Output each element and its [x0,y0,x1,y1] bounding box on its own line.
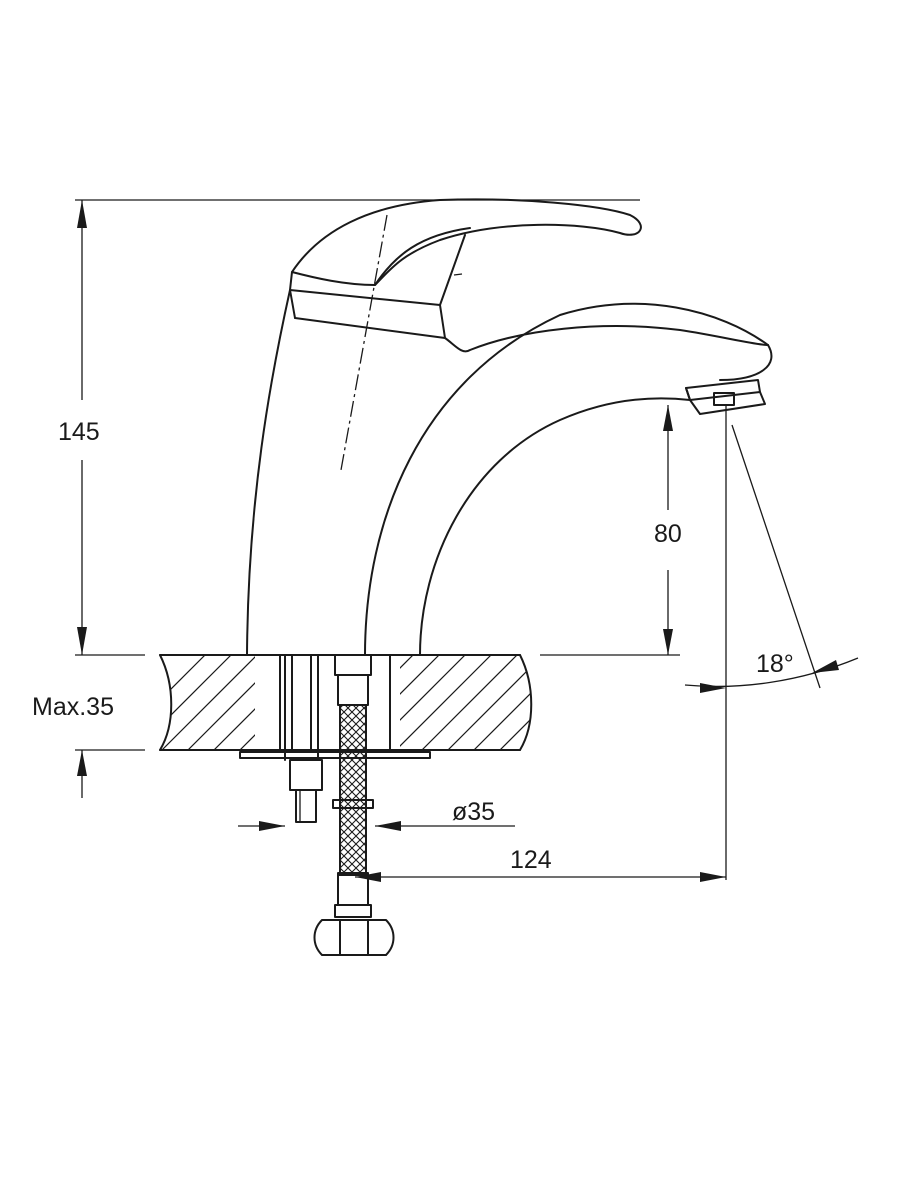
hatch-line [542,650,652,760]
label-total-height: 145 [58,418,100,446]
hatch-line [160,655,237,750]
hatch-line [160,655,263,750]
dimension-max-countertop: Max.35 [32,693,145,798]
hatch-line [177,655,289,750]
hatch-line [594,650,704,760]
mounting-stud [284,654,323,823]
lever-handle [289,198,642,471]
label-hole-diameter: ø35 [452,798,495,826]
hatch-line [203,655,315,750]
hatch-line [515,655,532,750]
dimension-spout-reach: 124 [355,405,727,882]
dimension-spout-height: 80 [540,405,682,656]
hatch-line [489,655,532,750]
faucet-body [246,289,773,656]
hatch-line [463,655,532,750]
label-max-countertop: Max.35 [32,693,114,721]
label-spout-angle: 18° [756,650,794,678]
label-spout-reach: 124 [510,846,552,874]
section-hatching [160,650,704,760]
hatch-line [568,650,678,760]
hatch-line [160,655,211,750]
supply-hose [313,654,395,956]
countertop-section [159,650,704,760]
handle-axis-centerline [340,214,388,471]
hatch-line [385,655,497,750]
hatch-line [359,655,471,750]
hatch-line [411,655,523,750]
dimension-spout-angle: 18° [684,424,859,693]
label-spout-height: 80 [654,520,682,548]
dimension-total-height: 145 [58,199,640,656]
dimension-hole-diameter: ø35 [238,798,515,831]
